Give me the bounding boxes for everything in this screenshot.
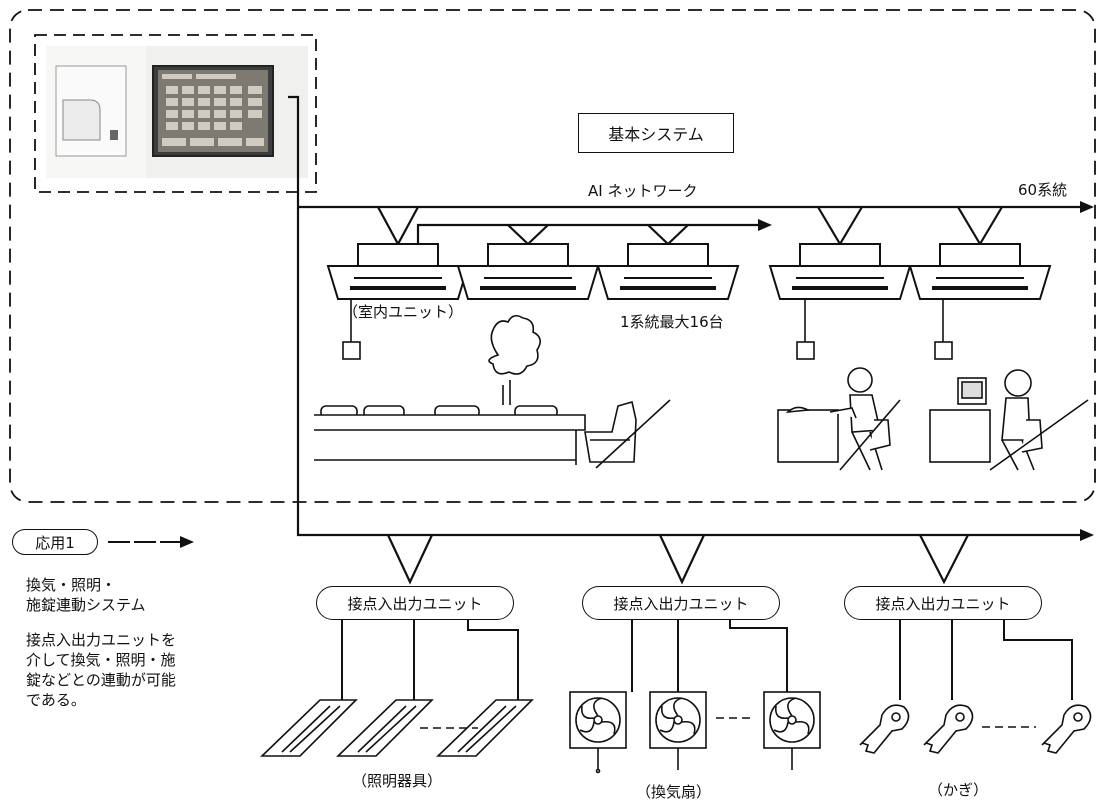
application-desc-line-1: 接点入出力ユニットを — [26, 630, 176, 650]
lighting-label: （照明器具） — [352, 774, 442, 789]
indoor-unit-3 — [598, 244, 738, 299]
units-per-system: 1系統最大16台 — [620, 315, 724, 330]
application-desc-line-4: である。 — [26, 690, 176, 710]
application-title: 換気・照明・ 施錠連動システム — [26, 575, 146, 615]
key-devices — [860, 612, 1091, 753]
indoor-unit-label: （室内ユニット） — [343, 305, 463, 320]
fan-label: （換気扇） — [636, 785, 711, 800]
application-badge-label: 応用1 — [35, 532, 75, 553]
indoor-units — [328, 244, 1050, 299]
system-title-box: 基本システム — [578, 113, 734, 153]
contact-io-unit-label: 接点入出力ユニット — [347, 593, 482, 614]
network-count: 60系統 — [1018, 183, 1067, 198]
application-description: 接点入出力ユニットを 介して換気・照明・施 錠などとの連動が可能 である。 — [26, 630, 176, 710]
office-illustration — [778, 368, 1088, 470]
fan-devices — [570, 612, 820, 773]
contact-io-unit-1: 接点入出力ユニット — [316, 586, 514, 620]
application-desc-line-3: 錠などとの連動が可能 — [26, 670, 176, 690]
meeting-room-illustration — [314, 316, 670, 468]
contact-io-unit-label: 接点入出力ユニット — [613, 593, 748, 614]
keys-label: （かぎ） — [928, 783, 988, 798]
central-controller-device — [46, 46, 308, 178]
contact-io-unit-2: 接点入出力ユニット — [582, 586, 780, 620]
contact-io-unit-label: 接点入出力ユニット — [875, 593, 1010, 614]
indoor-unit-4 — [770, 244, 910, 299]
application-arrow — [108, 536, 194, 548]
network-label: AI ネットワーク — [588, 184, 697, 199]
indoor-unit-5 — [910, 244, 1050, 299]
application-desc-line-2: 介して換気・照明・施 — [26, 650, 176, 670]
lighting-devices — [262, 612, 532, 756]
application-title-line-2: 施錠連動システム — [26, 595, 146, 615]
network-wiring — [288, 97, 1094, 582]
indoor-unit-1 — [328, 244, 468, 299]
contact-io-unit-3: 接点入出力ユニット — [844, 586, 1042, 620]
system-title: 基本システム — [608, 121, 704, 145]
indoor-unit-2 — [458, 244, 598, 299]
application-badge: 応用1 — [12, 529, 98, 555]
application-title-line-1: 換気・照明・ — [26, 575, 146, 595]
